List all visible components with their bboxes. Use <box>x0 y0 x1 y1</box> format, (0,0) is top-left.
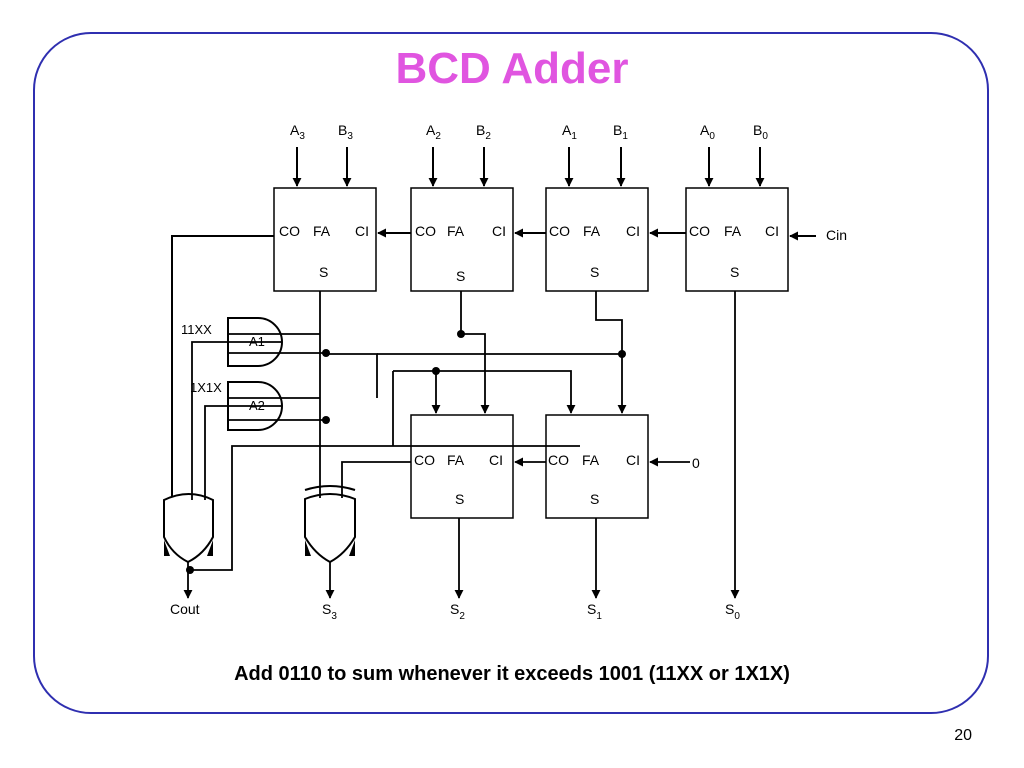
label-s3: S3 <box>322 601 337 622</box>
label-s0: S0 <box>725 601 740 622</box>
input-arrows <box>292 147 765 187</box>
slide-frame <box>33 32 989 714</box>
label-a0: A0 <box>700 122 715 142</box>
svg-text:CO: CO <box>548 452 569 468</box>
svg-text:FA: FA <box>447 223 465 239</box>
label-a1: A1 <box>562 122 577 142</box>
input-labels: A3 B3 A2 B2 A1 B1 A0 B0 <box>290 122 768 142</box>
full-adder-bit3: CO FA CI S <box>273 187 377 292</box>
xor-gate-s3 <box>304 485 356 564</box>
svg-text:S: S <box>319 264 328 280</box>
condition-1x1x: 1X1X <box>190 380 222 395</box>
carry-chain-top <box>171 228 816 500</box>
wires <box>183 291 740 599</box>
svg-text:CI: CI <box>489 452 503 468</box>
svg-text:CI: CI <box>626 452 640 468</box>
svg-text:FA: FA <box>583 223 601 239</box>
condition-11xx: 11XX <box>181 322 212 337</box>
label-s1: S1 <box>587 601 602 622</box>
label-a2: A2 <box>426 122 441 142</box>
svg-text:FA: FA <box>447 452 465 468</box>
label-a3: A3 <box>290 122 305 142</box>
full-adder-bit1: CO FA CI S <box>545 187 649 292</box>
svg-text:CO: CO <box>415 223 436 239</box>
svg-text:S: S <box>590 491 599 507</box>
label-cout: Cout <box>170 601 200 617</box>
full-adder-bit2: CO FA CI S <box>410 187 514 292</box>
or-gate-cout <box>163 493 214 564</box>
svg-text:FA: FA <box>313 223 331 239</box>
cin-label: Cin <box>826 227 847 243</box>
label-b1: B1 <box>613 122 628 142</box>
svg-text:CO: CO <box>689 223 710 239</box>
slide-caption: Add 0110 to sum whenever it exceeds 1001… <box>234 663 790 685</box>
svg-text:S: S <box>730 264 739 280</box>
svg-text:FA: FA <box>724 223 742 239</box>
svg-text:CI: CI <box>355 223 369 239</box>
correction-adder-bit1: CO FA CI S <box>545 414 649 519</box>
svg-text:CO: CO <box>279 223 300 239</box>
label-b0: B0 <box>753 122 768 142</box>
junction-dots <box>186 330 626 574</box>
svg-text:S: S <box>590 264 599 280</box>
output-labels: Cout S3 S2 S1 S0 <box>170 601 740 622</box>
label-b3: B3 <box>338 122 353 142</box>
label-s2: S2 <box>450 601 465 622</box>
correction-adder-bit2: CO FA CI S <box>410 414 514 519</box>
full-adder-bit0: CO FA CI S <box>685 187 789 292</box>
svg-text:CI: CI <box>492 223 506 239</box>
svg-text:CI: CI <box>626 223 640 239</box>
zero-input-label: 0 <box>692 455 700 471</box>
svg-text:S: S <box>455 491 464 507</box>
page-number: 20 <box>954 727 972 744</box>
svg-text:CO: CO <box>549 223 570 239</box>
slide-title: BCD Adder <box>395 44 629 93</box>
svg-text:S: S <box>456 268 465 284</box>
svg-text:CI: CI <box>765 223 779 239</box>
label-b2: B2 <box>476 122 491 142</box>
svg-text:FA: FA <box>582 452 600 468</box>
svg-text:CO: CO <box>414 452 435 468</box>
